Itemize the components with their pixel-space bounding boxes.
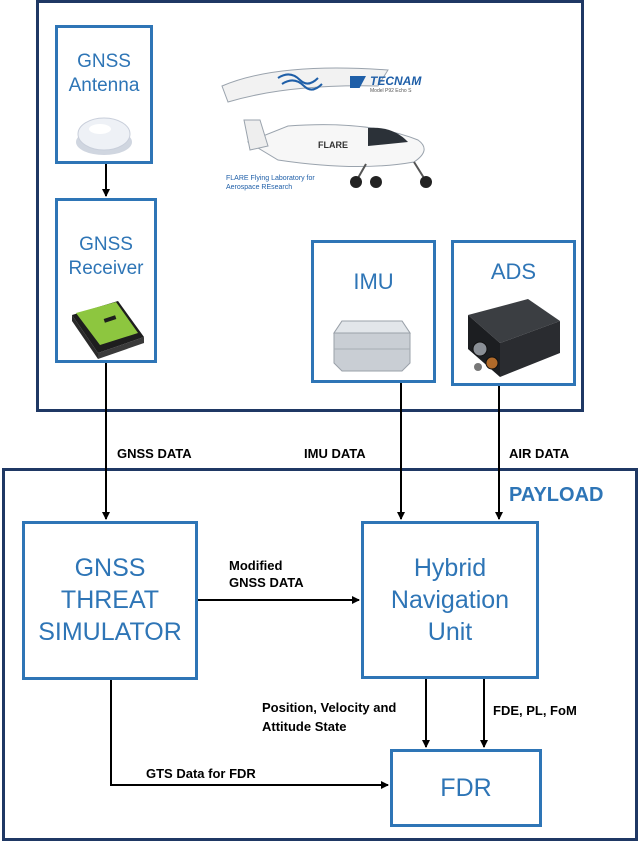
- gts-data-label: GTS Data for FDR: [146, 766, 256, 781]
- modified-gnss-data-label: Modified GNSS DATA: [229, 558, 304, 590]
- tecnam-logo: TECNAM Model P92 Echo S: [350, 74, 450, 94]
- payload-frame: [2, 468, 638, 841]
- fdr-box: FDR: [390, 749, 542, 827]
- imu-data-label: IMU DATA: [304, 446, 366, 461]
- tail-text: FLARE: [318, 140, 348, 150]
- gnss-receiver-label: GNSS Receiver: [68, 234, 144, 279]
- gnss-antenna-box: GNSS Antenna: [55, 25, 153, 164]
- ads-image: [468, 299, 560, 377]
- aircraft-caption: FLARE Flying Laboratory for Aerospace RE…: [226, 175, 315, 191]
- gnss-receiver-box: GNSS Receiver: [55, 198, 157, 363]
- hybrid-navigation-unit-label: Hybrid Navigation Unit: [390, 554, 510, 646]
- payload-title: PAYLOAD: [509, 484, 604, 506]
- sensor-frame: [36, 0, 584, 412]
- gnss-threat-simulator-label: GNSS THREAT SIMULATOR: [38, 554, 182, 646]
- state-label: Position, Velocity and Attitude State: [262, 700, 397, 734]
- tecnam-model: Model P92 Echo S: [370, 88, 412, 94]
- fdr-label: FDR: [440, 774, 492, 802]
- antenna-image: [76, 117, 132, 155]
- fde-pl-fom-label: FDE, PL, FoM: [493, 703, 577, 718]
- gnss-threat-simulator-box: GNSS THREAT SIMULATOR: [22, 521, 198, 680]
- hybrid-navigation-unit-box: Hybrid Navigation Unit: [361, 521, 539, 679]
- gnss-antenna-label: GNSS Antenna: [68, 51, 140, 96]
- aircraft-image: TECNAM Model P92 Echo S FLARE FLARE Flyi…: [218, 50, 452, 200]
- air-data-label: AIR DATA: [509, 446, 570, 461]
- imu-image: [333, 320, 411, 372]
- tecnam-brand: TECNAM: [370, 74, 422, 88]
- gnss-data-label: GNSS DATA: [117, 446, 192, 461]
- simulator-to-fdr-arrow: [110, 680, 389, 789]
- receiver-image: [72, 301, 144, 359]
- ads-box: ADS: [451, 240, 576, 386]
- ads-label: ADS: [490, 259, 537, 284]
- imu-label: IMU: [353, 269, 394, 294]
- imu-box: IMU: [311, 240, 436, 383]
